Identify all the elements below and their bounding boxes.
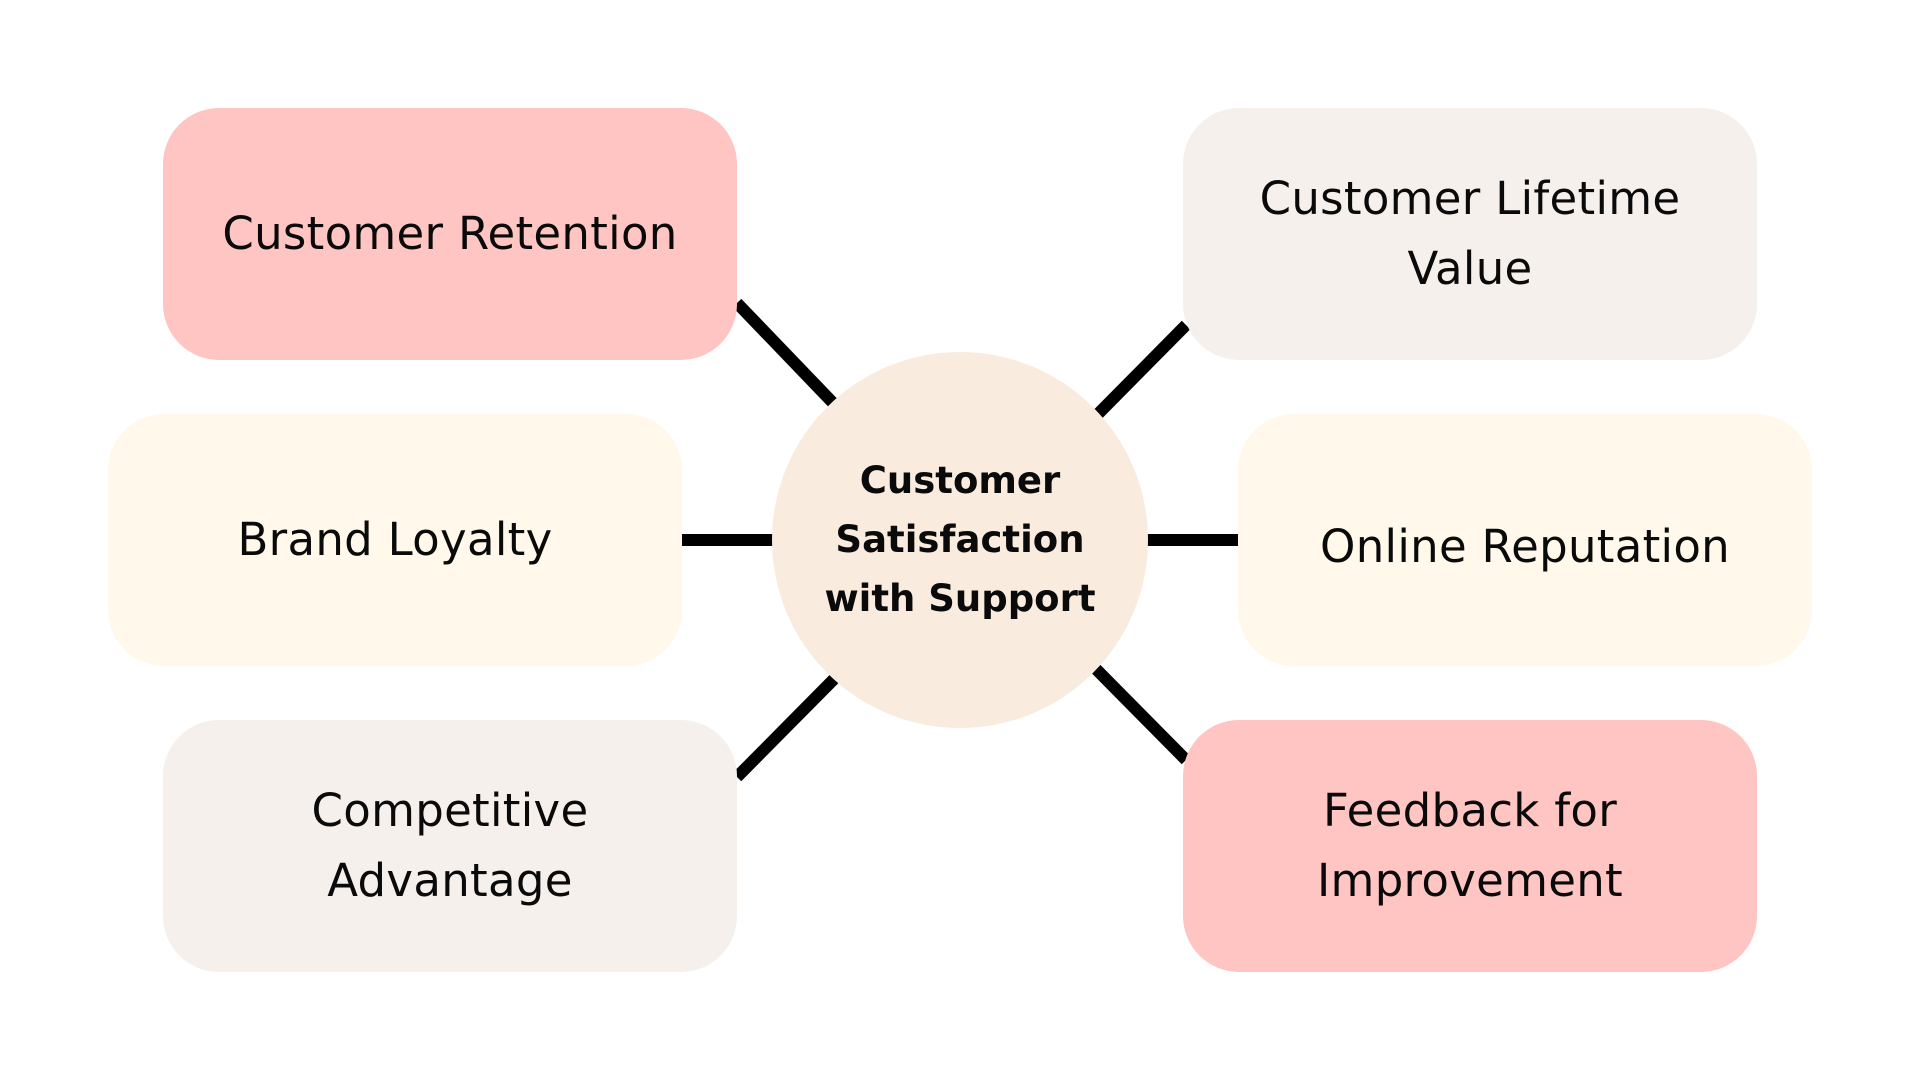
node-customer-lifetime-value: Customer Lifetime Value	[1183, 108, 1757, 360]
center-node: Customer Satisfaction with Support	[772, 352, 1148, 728]
connector-feedback-for-improvement	[1089, 662, 1191, 765]
connector-competitive-advantage	[732, 671, 842, 782]
node-competitive-advantage: Competitive Advantage	[163, 720, 737, 972]
node-customer-retention: Customer Retention	[163, 108, 737, 360]
node-label: Customer Retention	[222, 207, 678, 260]
node-label: Online Reputation	[1320, 520, 1730, 573]
center-node-label: Customer Satisfaction with Support	[824, 458, 1096, 620]
connector-customer-lifetime-value	[1093, 320, 1191, 419]
node-label: Customer Lifetime Value	[1259, 172, 1681, 295]
node-brand-loyalty: Brand Loyalty	[108, 414, 682, 666]
connector-customer-retention	[732, 298, 840, 410]
node-label: Competitive Advantage	[311, 784, 589, 907]
node-online-reputation: Online Reputation	[1238, 414, 1812, 666]
node-feedback-for-improvement: Feedback for Improvement	[1183, 720, 1757, 972]
node-label: Brand Loyalty	[237, 513, 553, 566]
node-label: Feedback for Improvement	[1316, 784, 1624, 907]
